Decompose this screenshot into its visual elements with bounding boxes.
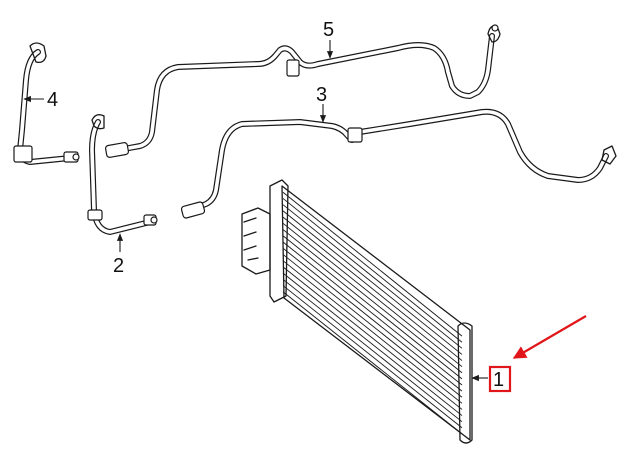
cooler-line-upper	[105, 24, 501, 158]
callout-2[interactable]: 2	[113, 255, 124, 277]
cooler-fin	[282, 247, 463, 392]
cooler-fin	[282, 198, 463, 343]
highlight-box	[488, 365, 512, 393]
cooler-fin	[282, 204, 463, 349]
cooler-fin	[282, 278, 463, 423]
callout-4[interactable]: 4	[47, 89, 58, 111]
cooler-fin	[282, 272, 463, 416]
cooler-fins	[282, 191, 463, 435]
callout-3[interactable]: 3	[316, 84, 327, 106]
cooler-fin	[282, 216, 463, 361]
cooler-fin	[282, 254, 463, 398]
cooler-fin	[282, 241, 463, 386]
cooler-fin	[282, 222, 463, 368]
cooler-fin	[282, 191, 463, 337]
oil-cooler	[241, 179, 473, 444]
cooler-fin	[282, 260, 463, 404]
highlight-arrow	[512, 315, 587, 359]
cooler-fin	[282, 266, 463, 410]
cooler-fin	[282, 285, 463, 429]
cooler-hose-small	[87, 114, 158, 235]
cooler-fin	[282, 235, 463, 380]
cooler-fin	[282, 291, 463, 435]
cooler-fin	[282, 210, 463, 355]
cooler-line-lower	[180, 108, 617, 219]
cooler-line-bracket	[13, 42, 80, 165]
cooler-fin	[282, 229, 463, 374]
callout-1[interactable]: 1	[493, 369, 504, 391]
callout-5[interactable]: 5	[323, 19, 334, 41]
